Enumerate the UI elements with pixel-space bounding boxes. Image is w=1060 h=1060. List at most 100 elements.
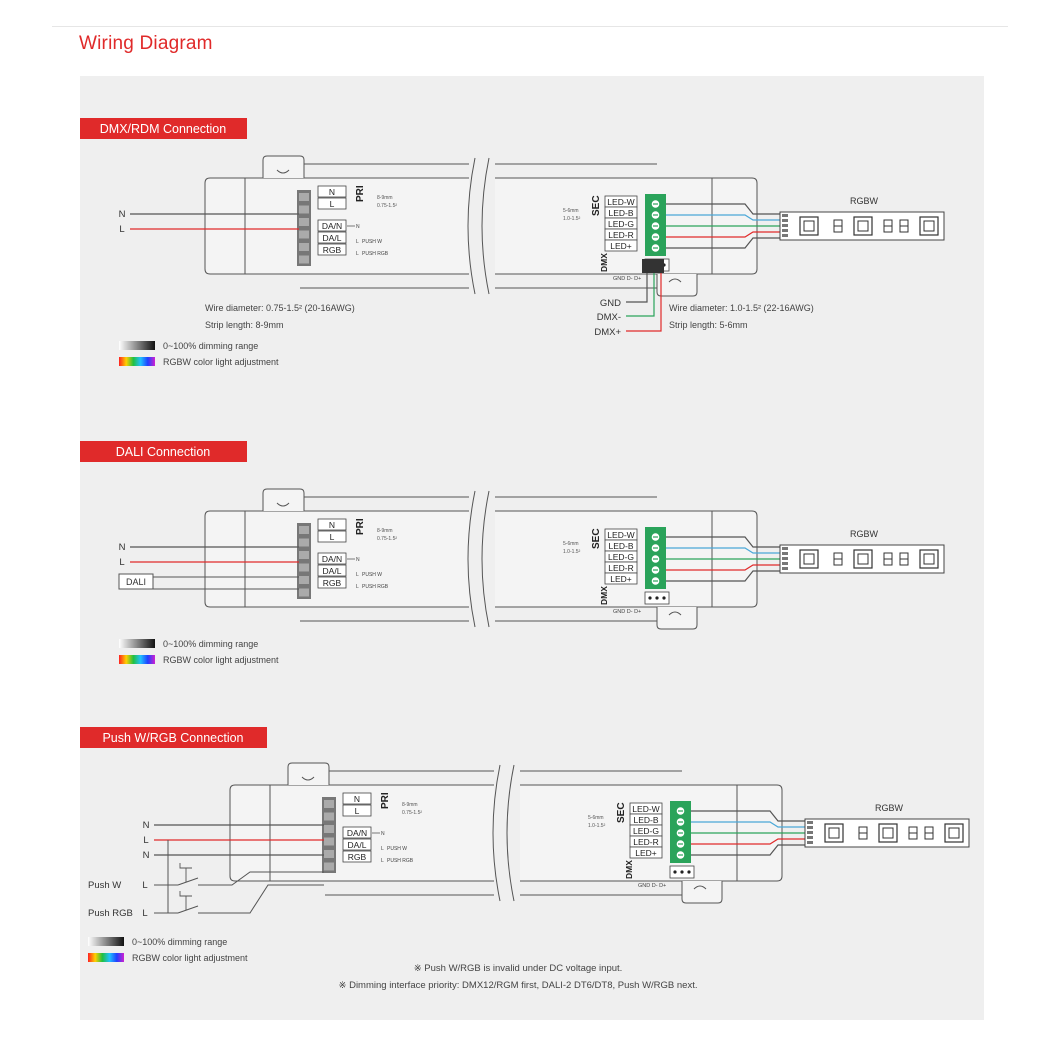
break-line [467, 157, 476, 295]
pri-strip-spec: 8-9mm [377, 528, 393, 534]
sec-terminal-label: LED-B [633, 815, 658, 825]
push-button-icon [179, 891, 192, 910]
strip-pad [782, 547, 788, 550]
pri-label-box [342, 792, 372, 805]
led-output-wire [691, 838, 805, 845]
strip-pad [782, 567, 788, 570]
dmx-label: DMX [624, 860, 634, 879]
break-line [481, 490, 490, 628]
dmx-pin [680, 870, 684, 874]
dimming-gradient [88, 937, 124, 946]
sec-strip-note: Strip length: 5-6mm [669, 320, 748, 330]
dimming-legend-label: 0~100% dimming range [163, 639, 258, 649]
sec-terminal-label: LED-R [608, 563, 634, 573]
sec-terminal-label: LED+ [635, 848, 657, 858]
sec-terminal-label: LED+ [610, 241, 632, 251]
rgbw-legend-label: RGBW color light adjustment [163, 357, 279, 367]
section-title: Push W/RGB Connection [102, 731, 243, 745]
tab-notch [276, 502, 290, 507]
pin-push-rgb: PUSH RGB [387, 858, 414, 864]
strip-led-chip [799, 216, 819, 236]
top-divider [52, 26, 1008, 27]
mounting-tab [262, 155, 305, 178]
pin-l: L [356, 572, 359, 578]
dmx-pin [655, 596, 659, 600]
pri-terminal-label: DA/L [348, 840, 367, 850]
pri-label-box [342, 850, 372, 863]
sec-terminal-label: LED-W [607, 197, 634, 207]
strip-led-core [923, 220, 935, 232]
pin-push-w: PUSH W [362, 572, 382, 578]
tab-notch [668, 278, 682, 283]
note-1: ※ Push W/RGB is invalid under DC voltage… [414, 963, 623, 974]
pin-l: L [356, 239, 359, 245]
led-output-wire [666, 214, 780, 221]
sec-label-box [604, 572, 638, 585]
section-title-bg [80, 118, 247, 139]
pri-label-box [317, 219, 347, 232]
strip-pad [807, 836, 813, 839]
pri-terminal-label: DA/N [347, 828, 367, 838]
pri-label-box [317, 243, 347, 256]
break-line [481, 157, 490, 295]
pri-label-box [317, 564, 347, 577]
input-n-label: N [143, 820, 150, 831]
push-w-wire [198, 871, 324, 886]
dmx-notes: Wire diameter: 0.75-1.5² (20-16AWG) Stri… [205, 298, 814, 338]
section-dali: DALI Connection [80, 441, 247, 462]
strip-label: RGBW [875, 803, 904, 813]
break-line [492, 764, 501, 902]
pin-n: N [356, 224, 360, 230]
dimming-legend-label: 0~100% dimming range [163, 341, 258, 351]
pri-strip-spec: 8-9mm [402, 802, 418, 808]
sec-strip-spec: 5-6mm [563, 208, 579, 214]
pri-terminal [324, 862, 334, 871]
strip-pad [782, 552, 788, 555]
dimming-gradient [119, 639, 155, 648]
pri-terminal [299, 193, 309, 201]
pri-terminal [299, 255, 309, 264]
section-title-bg [80, 441, 247, 462]
strip-label: RGBW [850, 196, 879, 206]
push-button-icon [179, 863, 192, 882]
pin-l: L [356, 584, 359, 590]
sec-terminal-label: LED-G [608, 552, 634, 562]
tab-notch [693, 885, 707, 890]
pri-terminal [324, 800, 334, 808]
sec-terminal-label: LED-G [633, 826, 659, 836]
input-l-label: L [143, 835, 148, 846]
pri-label-box [342, 838, 372, 851]
pri-terminal-label: L [355, 806, 360, 816]
pin-push-rgb: PUSH RGB [362, 251, 389, 257]
pri-terminal-label: N [354, 794, 360, 804]
pri-label-box [317, 530, 347, 543]
pri-label-box [317, 185, 347, 198]
sec-terminal-label: LED-G [608, 219, 634, 229]
dali-label: DALI [126, 577, 146, 587]
pri-strip-note: Strip length: 8-9mm [205, 320, 284, 330]
pri-terminal-block [322, 797, 336, 873]
dmx-pin [648, 596, 652, 600]
strip-led-core [803, 220, 815, 232]
dmx-pins-label: GND D- D+ [613, 276, 641, 282]
mounting-tab [287, 762, 330, 785]
input-n-label: N [119, 542, 126, 553]
push-notes: ※ Push W/RGB is invalid under DC voltage… [338, 963, 697, 991]
strip-pad [782, 557, 788, 560]
pin-l: L [381, 846, 384, 852]
strip-pad [782, 224, 788, 227]
strip-led-core [857, 220, 869, 232]
section-push: Push W/RGB Connection [80, 727, 267, 748]
strip-led-chip [824, 823, 844, 843]
sec-terminal-label: LED+ [610, 574, 632, 584]
push-w-switch [177, 877, 199, 886]
rgbw-legend-label: RGBW color light adjustment [163, 655, 279, 665]
pri-wire-spec: 0.75-1.5² [377, 536, 397, 542]
pin-l: L [356, 251, 359, 257]
sec-label-box [604, 239, 638, 252]
strip-led-chip [878, 823, 898, 843]
strip-led-core [803, 553, 815, 565]
pri-terminal [299, 538, 309, 547]
mounting-tab [681, 881, 723, 904]
dmx-plus-label: DMX+ [594, 327, 621, 338]
